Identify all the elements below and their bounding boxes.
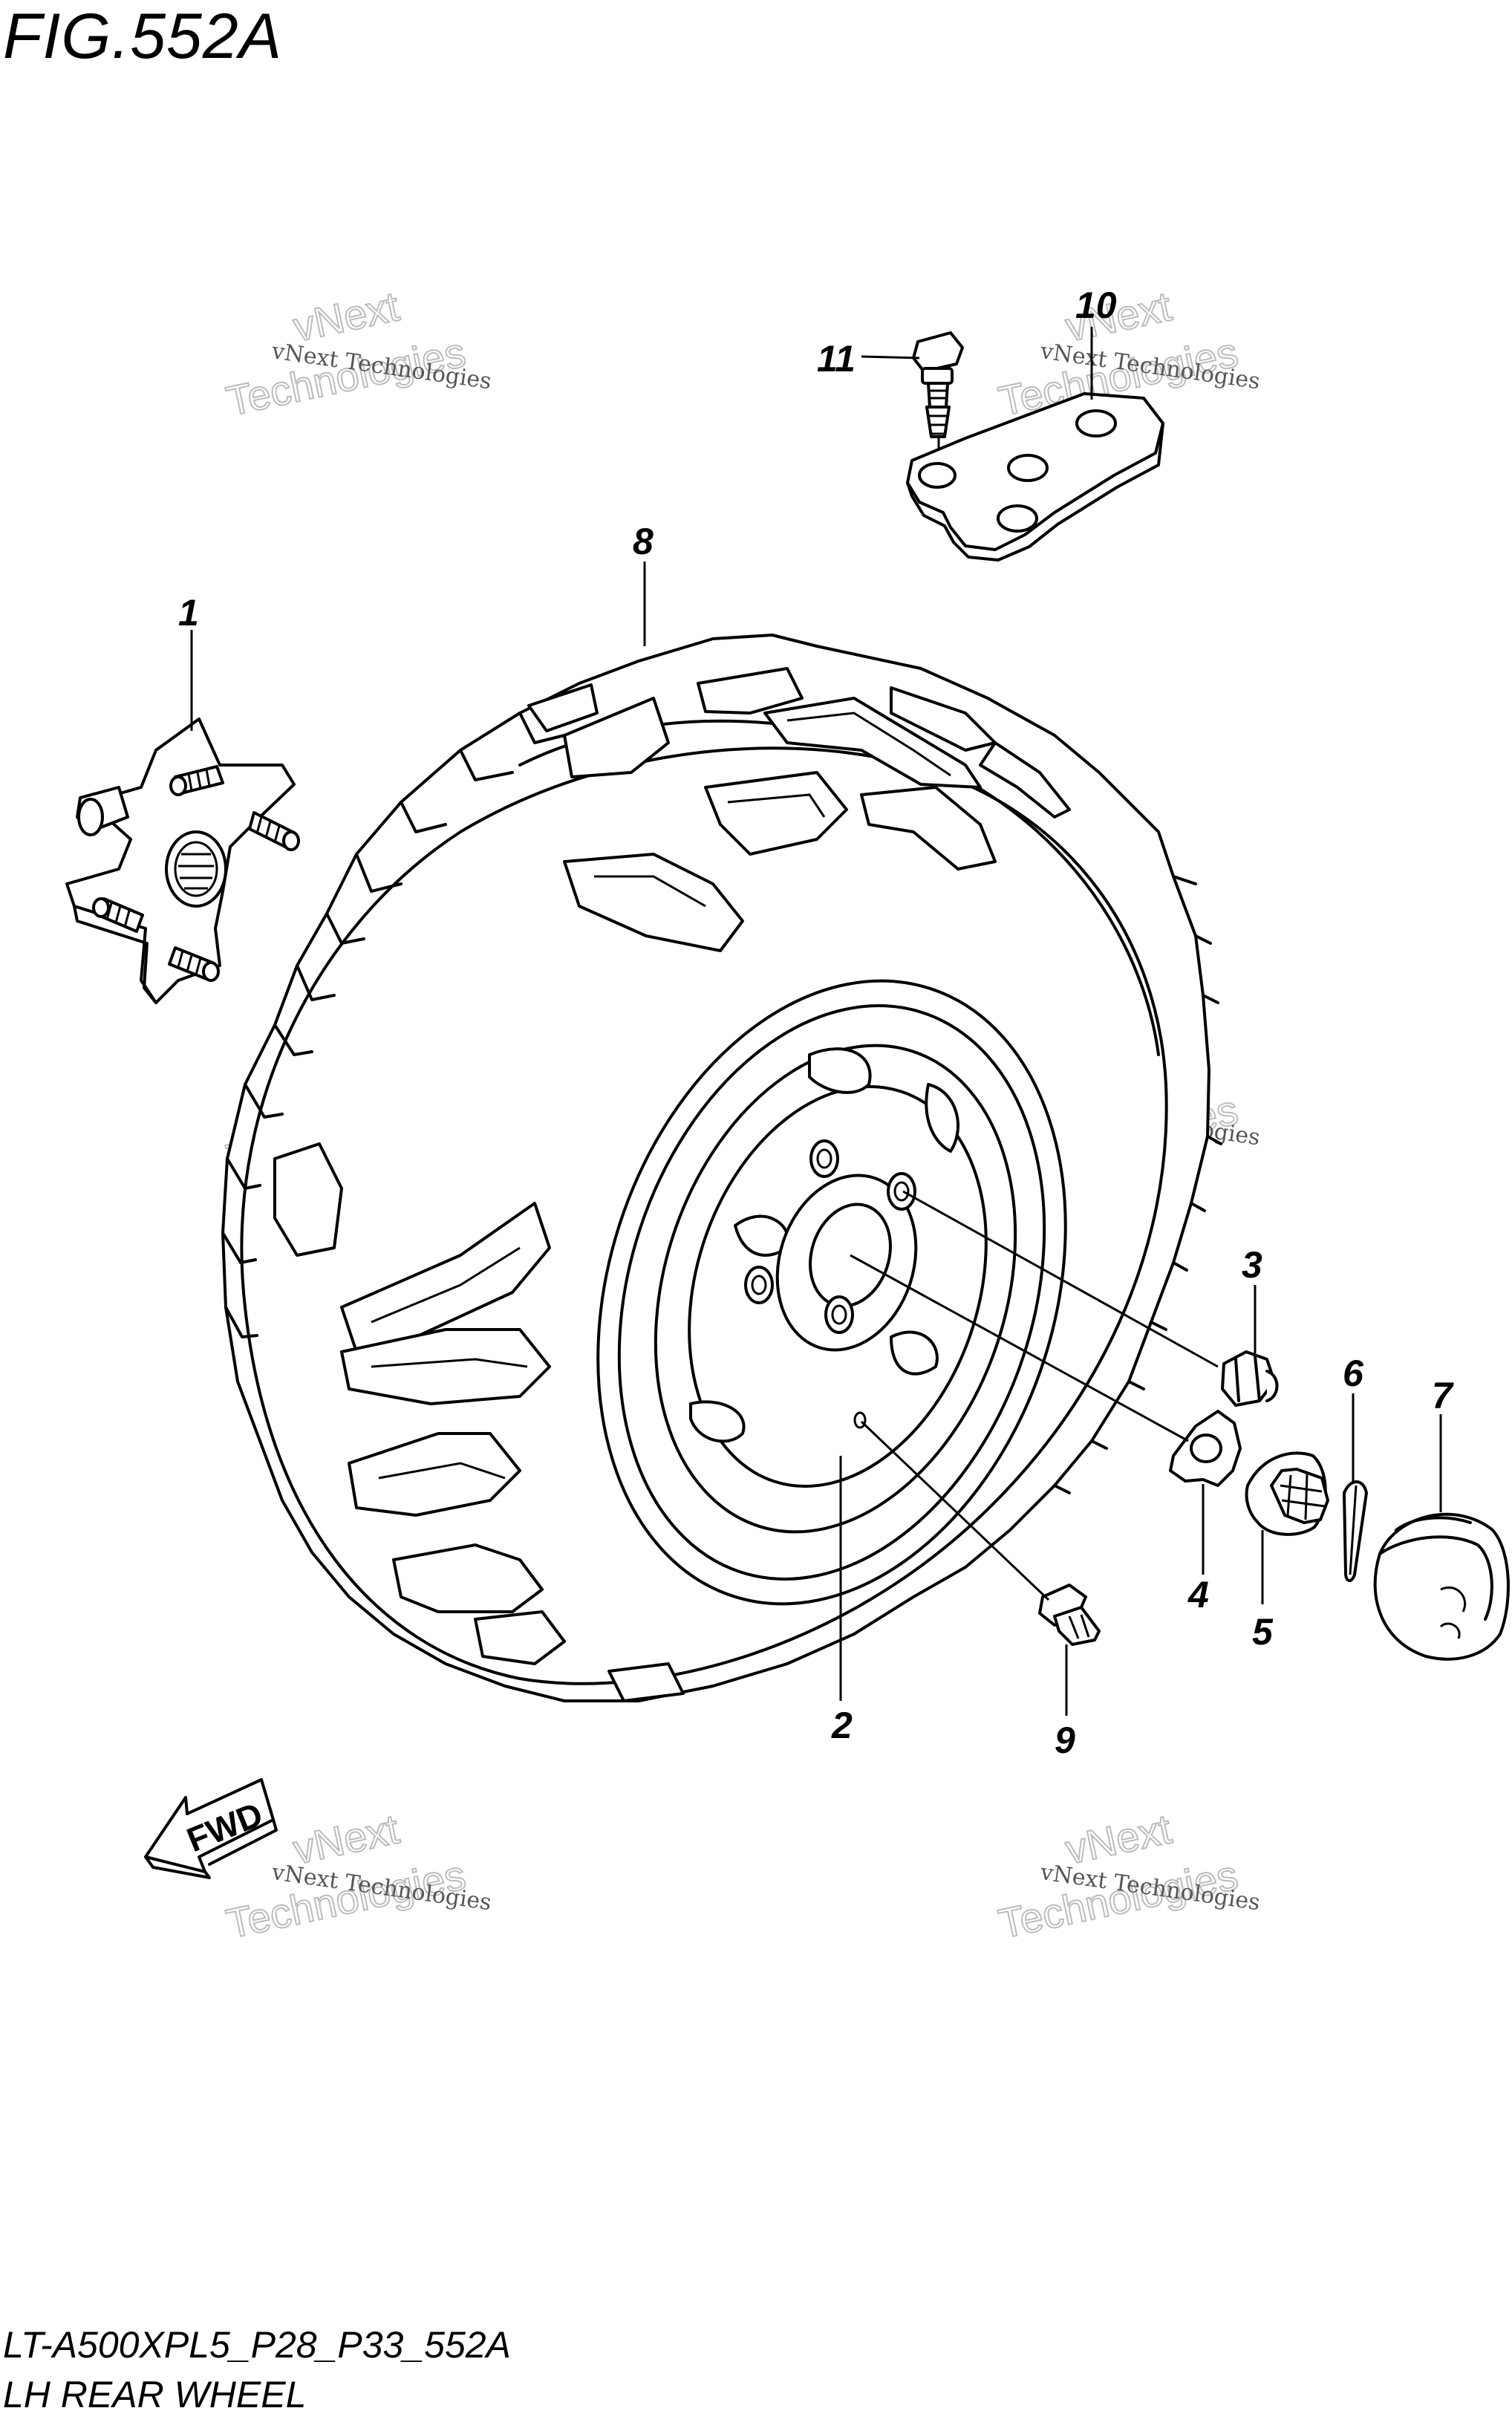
section-title: LH REAR WHEEL	[3, 2374, 307, 2415]
callout-10: 10	[1075, 284, 1117, 326]
watermark-bottom-right: Technologies vNext vNext Technologies	[994, 1804, 1261, 1947]
callout-8: 8	[633, 521, 654, 562]
leader-lines	[190, 327, 1442, 1716]
figure-title: FIG.552A	[3, 1, 283, 72]
watermark-top-left: Technologies vNext vNext Technologies	[221, 282, 492, 425]
part-5-castle-nut	[1245, 1451, 1329, 1536]
callout-1: 1	[178, 592, 199, 634]
callout-4: 4	[1187, 1574, 1209, 1615]
callout-11: 11	[817, 338, 856, 380]
part-1-wheel-hub	[65, 717, 300, 1004]
svg-text:vNext: vNext	[1061, 1805, 1176, 1872]
part-2-wheel-rim	[596, 979, 1067, 1606]
callout-2: 2	[831, 1705, 853, 1746]
callout-6: 6	[1343, 1353, 1364, 1394]
part-9-tire-valve	[1038, 1584, 1101, 1646]
callout-7: 7	[1432, 1375, 1454, 1416]
part-4-washer	[1169, 1410, 1242, 1487]
callout-5: 5	[1252, 1611, 1274, 1653]
callout-3: 3	[1242, 1244, 1262, 1286]
part-3-wheel-nut	[1221, 1350, 1279, 1407]
model-code: LT-A500XPL5_P28_P33_552A	[3, 2324, 511, 2366]
callout-9: 9	[1055, 1719, 1075, 1761]
svg-text:vNext: vNext	[289, 1805, 403, 1872]
svg-text:vNext: vNext	[289, 282, 403, 350]
fwd-direction-arrow: FWD	[144, 1778, 278, 1879]
part-7-hub-cap	[1373, 1512, 1510, 1661]
part-6-cotter-pin	[1343, 1480, 1368, 1582]
part-10-bracket-plate	[906, 392, 1164, 562]
part-11-bolt	[912, 331, 964, 453]
